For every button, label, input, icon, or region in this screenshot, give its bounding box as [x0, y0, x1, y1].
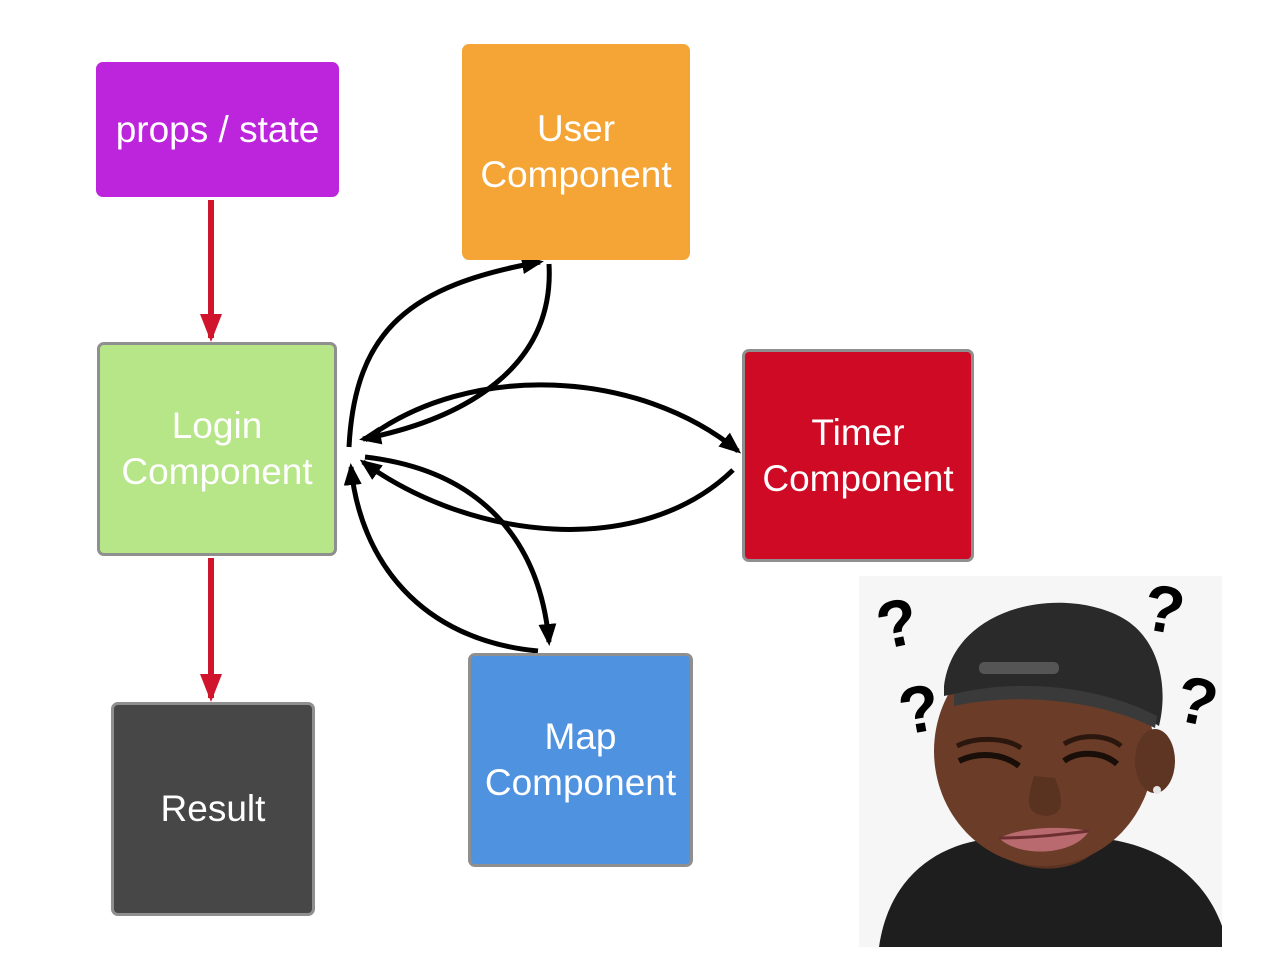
user-component-box: User Component: [462, 44, 690, 260]
login-component-box: Login Component: [97, 342, 337, 556]
arrow-login-to-timer: [363, 382, 742, 454]
arrow-login-to-map: [364, 454, 557, 646]
result-box: Result: [111, 702, 315, 916]
timer-component-box: Timer Component: [742, 349, 974, 562]
login-component-label-line2: Component: [121, 451, 313, 492]
map-component-label-line1: Map: [544, 716, 617, 757]
arrow-user-to-login: [359, 263, 552, 445]
login-component-label-line1: Login: [171, 405, 263, 446]
result-label: Result: [160, 788, 266, 829]
props-state-label: props / state: [115, 108, 320, 150]
timer-component-label-line1: Timer: [811, 411, 905, 453]
map-component-box: Map Component: [468, 653, 693, 867]
user-component-label-line1: User: [536, 108, 616, 149]
confused-reaction-image: ? ? ? ?: [859, 569, 1225, 947]
arrow-login-to-user: [346, 256, 544, 448]
arrow-map-to-login: [343, 463, 539, 654]
map-component-label-line2: Component: [484, 762, 677, 803]
confused-person-illustration: [859, 576, 1222, 947]
props-state-box: props / state: [96, 62, 339, 197]
timer-component-label-line2: Component: [762, 457, 954, 499]
arrow-timer-to-login: [359, 459, 735, 532]
user-component-label-line2: Component: [480, 154, 672, 195]
